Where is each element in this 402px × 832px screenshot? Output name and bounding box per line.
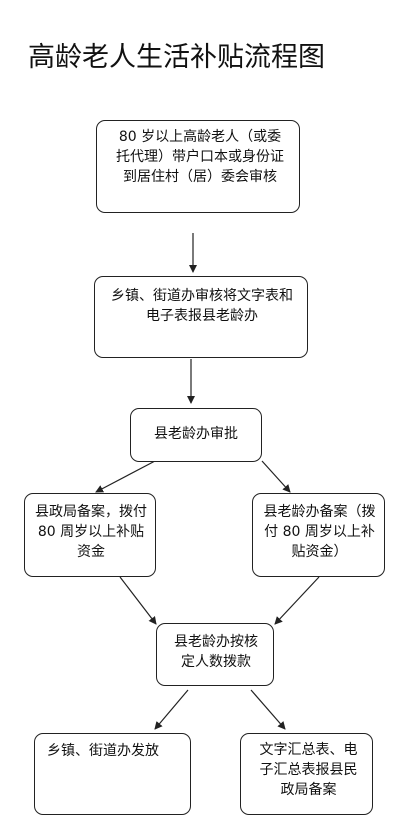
node-allocation-text: 县老龄办按核定人数拨款 bbox=[174, 634, 258, 670]
node-township-review: 乡镇、街道办审核将文字表和电子表报县老龄办 bbox=[94, 276, 308, 358]
node-aging-office-filing: 县老龄办备案（拨付 80 周岁以上补贴资金） bbox=[252, 493, 385, 577]
node-distribution: 乡镇、街道办发放 bbox=[34, 733, 191, 815]
node-distribution-text: 乡镇、街道办发放 bbox=[47, 743, 159, 759]
node-county-approval: 县老龄办审批 bbox=[130, 408, 262, 462]
node-civil-affairs-filing-text: 县政局备案，拨付 80 周岁以上补贴资金 bbox=[35, 504, 147, 560]
arrow-allocation-to-report bbox=[250, 689, 286, 730]
node-application-text: 80 岁以上高龄老人（或委托代理）带户口本或身份证到居住村（居）委会审核 bbox=[116, 129, 284, 185]
arrow-civil-affairs-to-allocation bbox=[119, 576, 157, 625]
node-report: 文字汇总表、电子汇总表报县民政局备案 bbox=[240, 733, 373, 815]
arrow-allocation-to-distribution bbox=[154, 689, 189, 730]
arrow-aging-office-to-allocation bbox=[274, 576, 320, 625]
node-aging-office-filing-text: 县老龄办备案（拨付 80 周岁以上补贴资金） bbox=[263, 504, 376, 560]
node-application: 80 岁以上高龄老人（或委托代理）带户口本或身份证到居住村（居）委会审核 bbox=[96, 120, 300, 213]
page-title: 高龄老人生活补贴流程图 bbox=[28, 42, 325, 73]
node-civil-affairs-filing: 县政局备案，拨付 80 周岁以上补贴资金 bbox=[24, 493, 156, 577]
node-report-text: 文字汇总表、电子汇总表报县民政局备案 bbox=[259, 742, 358, 798]
arrow-approval-to-aging-office bbox=[261, 460, 291, 493]
node-county-approval-text: 县老龄办审批 bbox=[154, 426, 238, 442]
arrow-approval-to-civil-affairs bbox=[95, 460, 156, 493]
node-allocation: 县老龄办按核定人数拨款 bbox=[156, 623, 274, 686]
node-township-review-text: 乡镇、街道办审核将文字表和电子表报县老龄办 bbox=[111, 288, 293, 324]
